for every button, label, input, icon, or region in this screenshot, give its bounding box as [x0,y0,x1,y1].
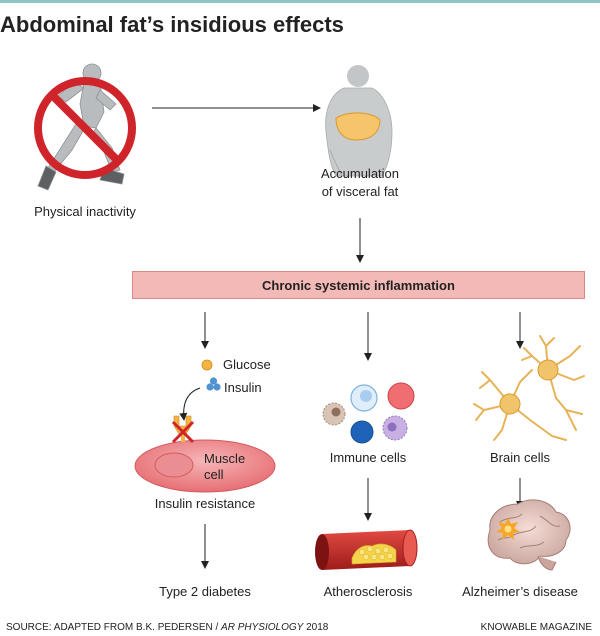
immune-cells-label: Immune cells [329,450,407,465]
top-rule [0,0,600,3]
immune-cells-icon [322,382,415,444]
physical-inactivity-label: Physical inactivity [34,204,136,219]
inflammation-label: Chronic systemic inflammation [262,277,455,293]
arrow-insulin-to-receptor [179,387,201,421]
muscle-cell-label-line2: cell [204,467,224,482]
brain-cells-label: Brain cells [490,450,550,465]
accumulation-label-line2: of visceral fat [321,184,399,199]
source-credit: SOURCE: ADAPTED FROM B.K. PEDERSEN / AR … [6,622,328,633]
glucose-label: Glucose [223,357,271,372]
starburst-icon [496,518,520,540]
accumulation-label-line1: Accumulation [320,166,400,181]
brain-cells-icon [473,335,585,441]
page-title: Abdominal fat’s insidious effects [0,12,344,37]
muscle-cell-label-line1: Muscle [204,451,246,466]
runner-no-symbol-icon [34,63,136,191]
insulin-icon [206,377,221,391]
inflammation-banner: Chronic systemic inflammation [132,271,585,299]
source-year: 2018 [303,622,329,633]
insulin-label: Insulin [224,380,262,395]
atherosclerosis-label: Atherosclerosis [323,584,413,599]
insulin-resistance-label: Insulin resistance [154,496,256,511]
source-prefix: SOURCE: ADAPTED FROM B.K. PEDERSEN / [6,622,222,633]
visceral-fat-person-icon [325,65,393,177]
type2-diabetes-label: Type 2 diabetes [159,584,251,599]
source-journal: AR PHYSIOLOGY [221,622,304,633]
glucose-icon [201,359,213,371]
publisher-credit: KNOWABLE MAGAZINE [480,622,592,633]
artery-plaque-icon [315,529,418,570]
brain-icon [487,499,571,571]
muscle-nucleus-icon [154,452,194,478]
alzheimers-label: Alzheimer’s disease [462,584,578,599]
blocked-receptor-icon [171,415,195,444]
